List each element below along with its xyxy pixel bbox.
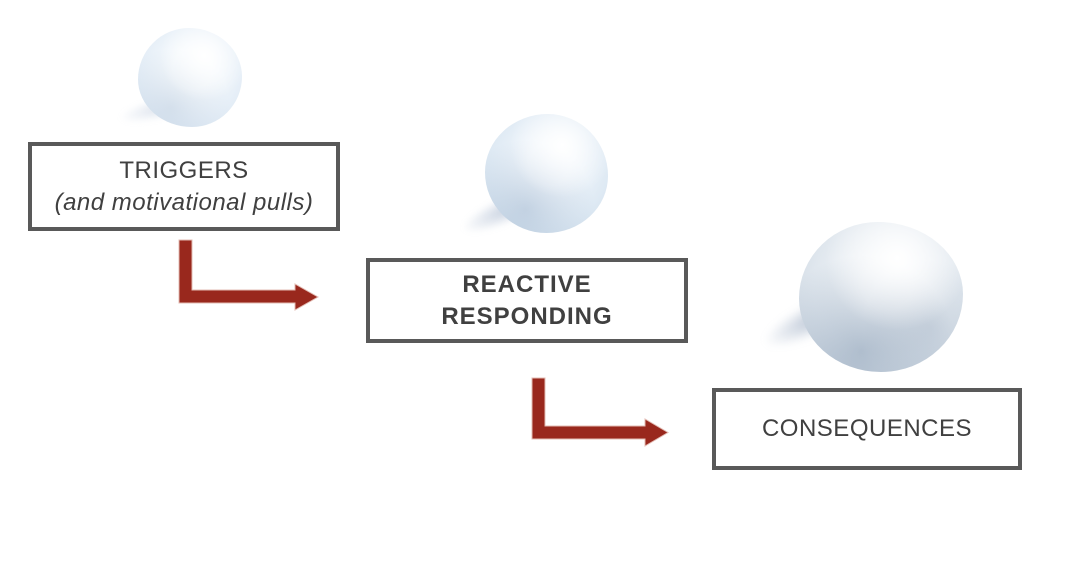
reactive-line2: RESPONDING [441, 302, 613, 330]
arrow-triggers-to-reactive-shape [178, 239, 320, 311]
reactive-line1: REACTIVE [462, 270, 592, 298]
arrow-triggers-to-reactive-icon [178, 239, 320, 311]
triggers-title: TRIGGERS [119, 156, 249, 184]
consequences-label: CONSEQUENCES [761, 415, 973, 443]
reactive-responding-box: REACTIVE RESPONDING [366, 258, 688, 343]
arrow-reactive-to-consequences-shape [531, 377, 669, 447]
triggers-box: TRIGGERS (and motivational pulls) [28, 142, 340, 231]
consequences-box: CONSEQUENCES [712, 388, 1022, 470]
snowball-large-icon [799, 222, 963, 372]
triggers-subtitle: (and motivational pulls) [54, 188, 314, 216]
snowball-medium-icon [485, 114, 608, 233]
snowball-small-icon [138, 28, 242, 127]
arrow-reactive-to-consequences-icon [531, 377, 669, 447]
